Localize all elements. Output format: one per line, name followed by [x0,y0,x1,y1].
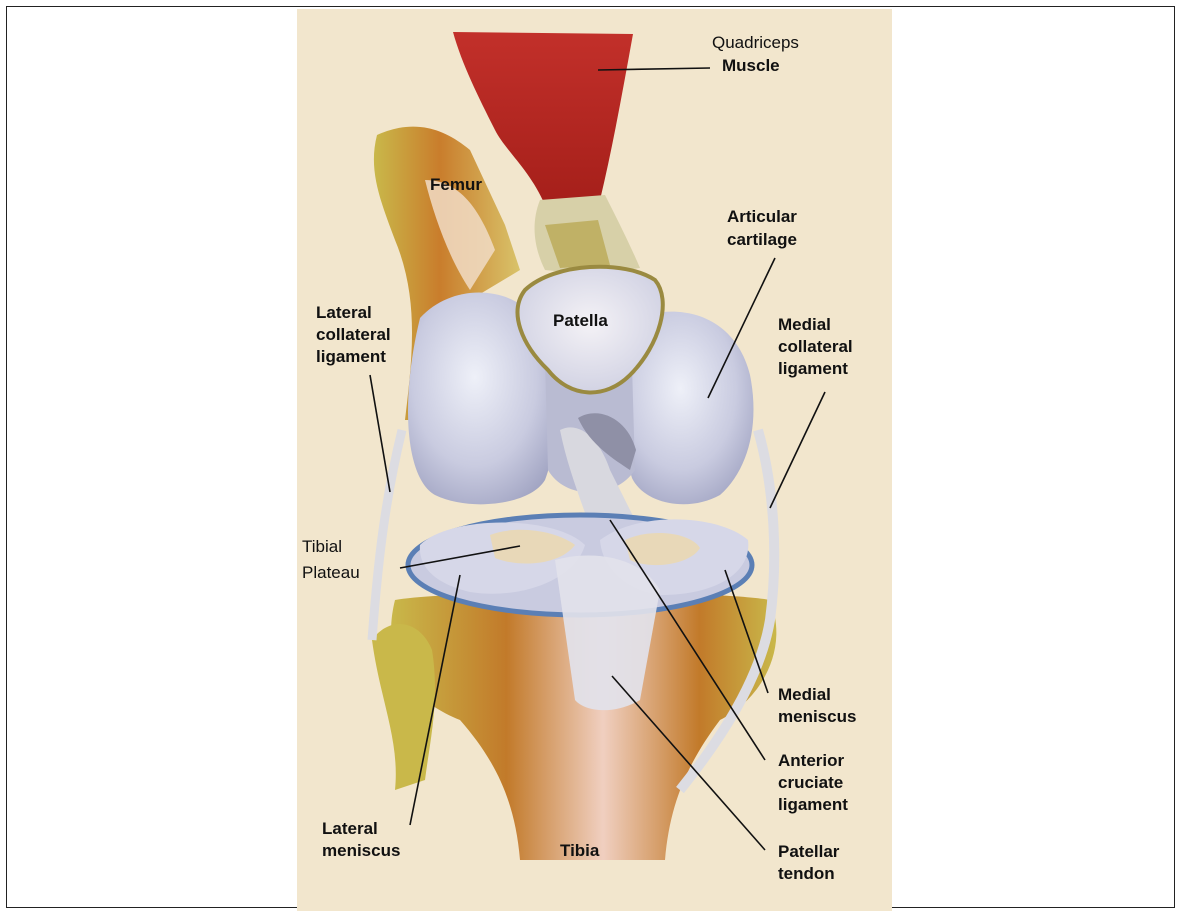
label-articular-cartilage: Articular cartilage [727,207,802,249]
label-lateral-meniscus: Lateral meniscus [322,819,400,860]
label-tibial-plateau: Tibial Plateau [302,537,360,582]
leader-medial-collateral [770,392,825,508]
label-anterior-cruciate-ligament: Anterior cruciate ligament [778,751,849,814]
label-tibia: Tibia [560,841,600,860]
leader-lateral-collateral [370,375,390,492]
label-patella: Patella [553,311,608,330]
label-quadriceps: Quadriceps Muscle [712,33,804,75]
label-medial-collateral-ligament: Medial collateral ligament [778,315,857,378]
fibula [372,624,435,790]
label-lateral-collateral-ligament: Lateral collateral ligament [316,303,395,366]
label-medial-meniscus: Medial meniscus [778,685,856,726]
label-femur: Femur [430,175,482,194]
label-patellar-tendon: Patellar tendon [778,842,844,883]
